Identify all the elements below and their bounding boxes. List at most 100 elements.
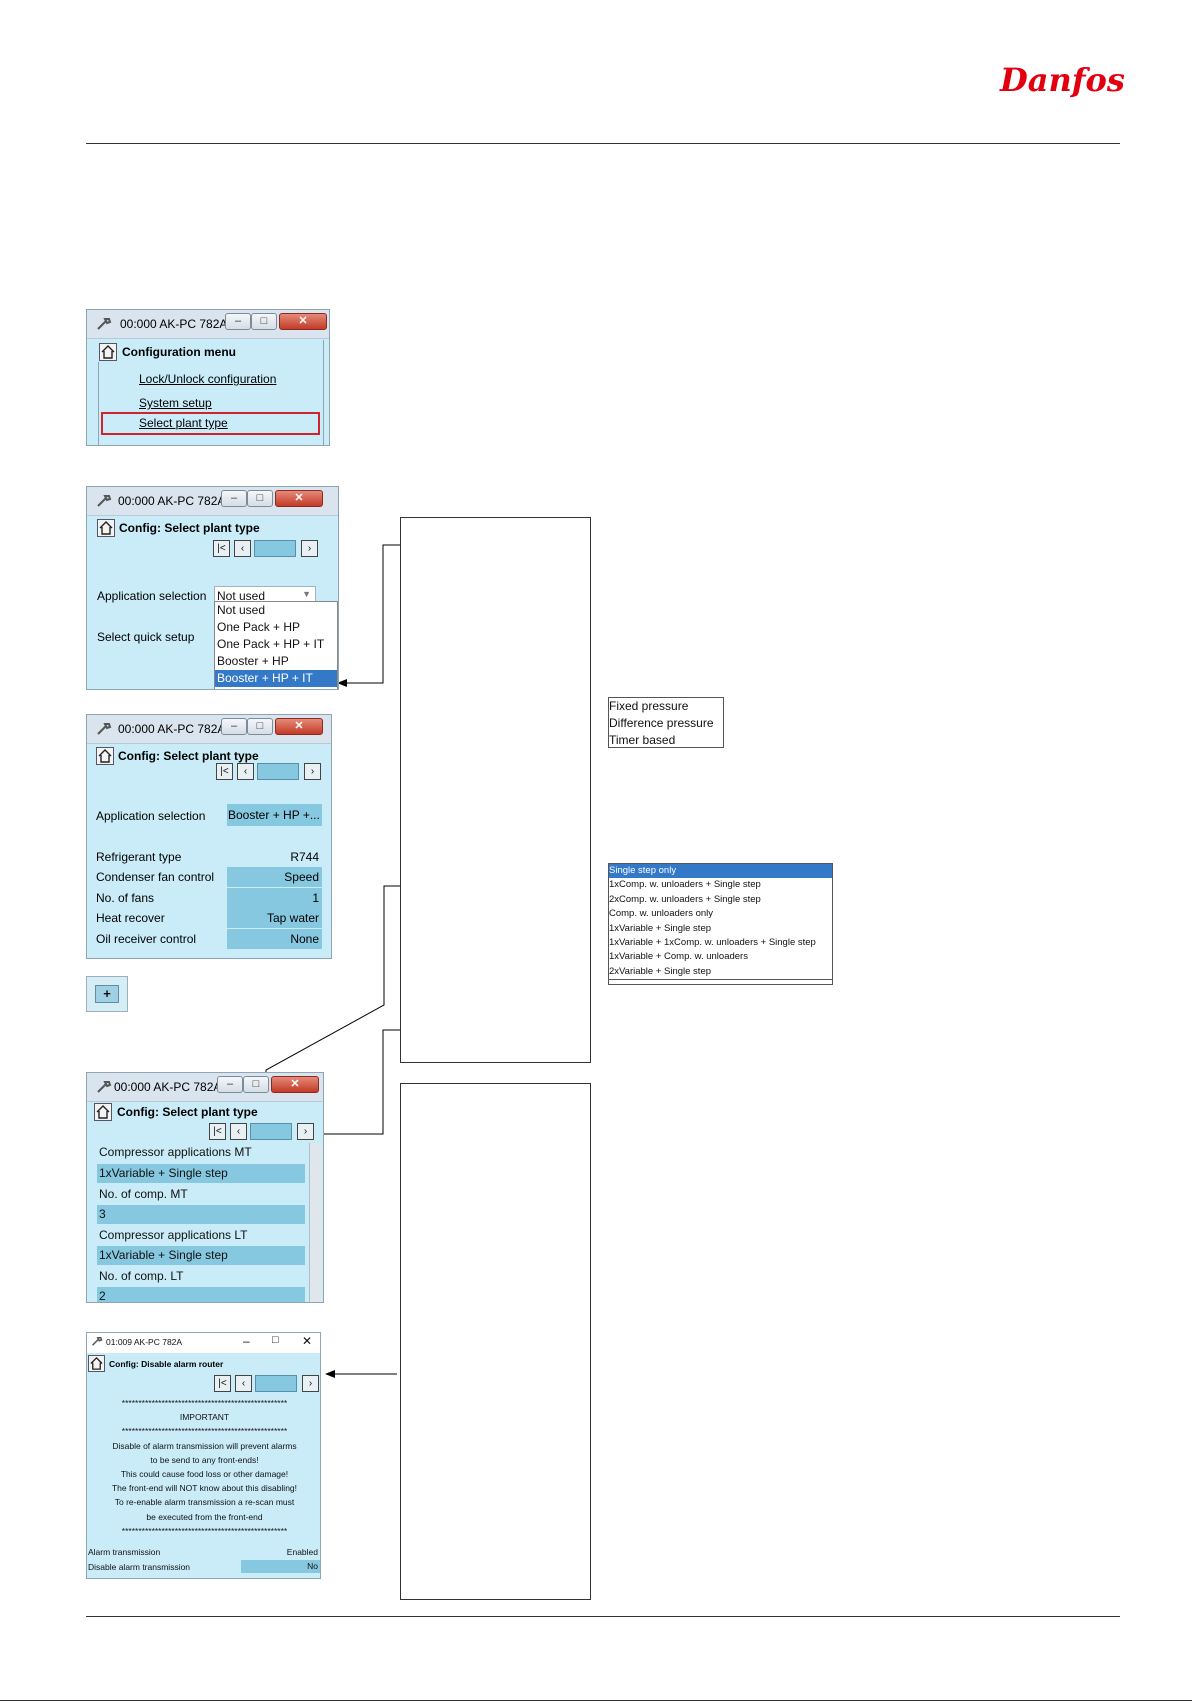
disable-alarm-transmission-value[interactable]: No (241, 1560, 320, 1573)
previous-page-button[interactable]: ‹ (235, 1375, 252, 1392)
scrollbar[interactable] (309, 1143, 322, 1302)
close-button[interactable]: ✕ (302, 1334, 313, 1348)
home-icon[interactable] (88, 1355, 105, 1372)
menu-item-system-setup[interactable]: System setup (139, 396, 212, 410)
list-row[interactable]: 2 (97, 1287, 305, 1302)
wrench-icon (97, 318, 112, 330)
home-icon[interactable] (99, 343, 117, 361)
window-disable-alarm-router: 01:009 AK-PC 782A – □ ✕ Config: Disable … (86, 1332, 321, 1579)
page-number-field[interactable] (254, 540, 296, 557)
heat-recover-value[interactable]: Tap water (227, 908, 322, 928)
first-page-button[interactable]: |< (209, 1123, 226, 1140)
next-page-button[interactable]: › (301, 540, 318, 557)
page-number-field[interactable] (257, 763, 299, 780)
page-navigator: |< ‹ › (216, 763, 321, 780)
dropdown-option[interactable]: Not used (217, 603, 266, 617)
first-page-button[interactable]: |< (214, 1375, 231, 1392)
titlebar[interactable]: 00:000 AK-PC 782A – □ ✕ (87, 487, 338, 516)
menu-item-select-plant-type[interactable]: Select plant type (139, 416, 228, 430)
close-button[interactable]: ✕ (279, 313, 327, 330)
home-icon[interactable] (97, 519, 115, 537)
application-selection-select[interactable]: Not used ▼ (214, 586, 316, 605)
maximize-button[interactable]: □ (272, 1334, 279, 1346)
chevron-down-icon: ▼ (302, 589, 311, 599)
page-navigator: |< ‹ › (214, 1375, 319, 1392)
message-line: Disable of alarm transmission will preve… (112, 1440, 297, 1451)
window-title: 00:000 AK-PC 782A (118, 494, 226, 508)
titlebar[interactable]: 00:000 AK-PC 782A – □ ✕ (87, 1073, 323, 1102)
compressor-option[interactable]: 1xVariable + Comp. w. unloaders (609, 951, 748, 963)
refrigerant-type-value[interactable]: R744 (290, 850, 319, 864)
message-line: be executed from the front-end (146, 1511, 263, 1522)
pressure-option[interactable]: Timer based (609, 733, 676, 747)
window-select-plant-type-dropdown: 00:000 AK-PC 782A – □ ✕ Config: Select p… (86, 486, 339, 690)
page-number-field[interactable] (255, 1375, 297, 1392)
compressor-option[interactable]: 1xComp. w. unloaders + Single step (609, 879, 761, 891)
minimize-button[interactable]: – (217, 1076, 243, 1093)
window-select-plant-type-compressors: 00:000 AK-PC 782A – □ ✕ Config: Select p… (86, 1072, 324, 1303)
list-row: No. of comp. MT (97, 1185, 305, 1204)
warning-message: ****************************************… (87, 1396, 320, 1538)
window-configuration-menu: 00:000 AK-PC 782A – □ ✕ Configuration me… (86, 309, 330, 446)
compressor-option[interactable]: 2xComp. w. unloaders + Single step (609, 893, 761, 905)
close-button[interactable]: ✕ (275, 490, 323, 507)
page-title: Config: Select plant type (117, 1105, 258, 1119)
footer-rule (86, 1616, 1120, 1617)
next-page-button[interactable]: › (297, 1123, 314, 1140)
minimize-button[interactable]: – (225, 313, 251, 330)
titlebar[interactable]: 00:000 AK-PC 782A – □ ✕ (87, 310, 329, 339)
list-row[interactable]: 1xVariable + Single step (97, 1246, 305, 1265)
first-page-button[interactable]: |< (213, 540, 230, 557)
dropdown-option[interactable]: One Pack + HP (217, 620, 301, 634)
minimize-button[interactable]: – (221, 490, 247, 507)
maximize-button[interactable]: □ (247, 718, 273, 735)
close-button[interactable]: ✕ (275, 718, 323, 735)
window-title: 01:009 AK-PC 782A (106, 1337, 183, 1347)
compressor-option[interactable]: 1xVariable + 1xComp. w. unloaders + Sing… (609, 937, 816, 949)
titlebar[interactable]: 01:009 AK-PC 782A – □ ✕ (87, 1333, 320, 1353)
home-icon[interactable] (96, 747, 114, 765)
message-line: To re-enable alarm transmission a re-sca… (114, 1497, 295, 1508)
window-title: 00:000 AK-PC 782A (114, 1080, 222, 1094)
maximize-button[interactable]: □ (243, 1076, 269, 1093)
compressor-options-list: Single step only 1xComp. w. unloaders + … (608, 863, 833, 985)
danfoss-logo: Danfoss (999, 61, 1124, 99)
application-selection-value[interactable]: Booster + HP +... (227, 804, 322, 826)
first-page-button[interactable]: |< (216, 763, 233, 780)
stars-divider: ****************************************… (121, 1426, 288, 1437)
next-page-icon: + (86, 976, 128, 1012)
previous-page-button[interactable]: ‹ (237, 763, 254, 780)
home-icon[interactable] (94, 1103, 112, 1121)
next-page-button[interactable]: › (304, 763, 321, 780)
oil-receiver-control-value[interactable]: None (227, 929, 322, 949)
compressor-option[interactable]: Comp. w. unloaders only (609, 908, 714, 920)
pressure-option[interactable]: Fixed pressure (609, 699, 689, 713)
pressure-options-list: Fixed pressure Difference pressure Timer… (608, 697, 724, 748)
dropdown-option-selected[interactable]: Booster + HP + IT (215, 670, 337, 687)
list-row[interactable]: 1xVariable + Single step (97, 1164, 305, 1183)
list-row: No. of comp. LT (97, 1267, 305, 1286)
maximize-button[interactable]: □ (247, 490, 273, 507)
compressor-option-selected[interactable]: Single step only (609, 864, 832, 879)
condenser-fan-control-value[interactable]: Speed (227, 867, 322, 887)
list-row[interactable]: 3 (97, 1205, 305, 1224)
minimize-button[interactable]: – (221, 718, 247, 735)
maximize-button[interactable]: □ (251, 313, 277, 330)
compressor-option[interactable]: 2xVariable + Single step (609, 965, 832, 981)
no-of-fans-value[interactable]: 1 (227, 888, 322, 908)
previous-page-button[interactable]: ‹ (230, 1123, 247, 1140)
minimize-button[interactable]: – (243, 1334, 250, 1348)
window-title: 00:000 AK-PC 782A (120, 317, 228, 331)
dropdown-option[interactable]: One Pack + HP + IT (217, 637, 325, 651)
dropdown-option[interactable]: Booster + HP (217, 654, 289, 668)
disable-alarm-transmission-label: Disable alarm transmission (88, 1562, 191, 1572)
close-button[interactable]: ✕ (271, 1076, 319, 1093)
pressure-option[interactable]: Difference pressure (609, 716, 714, 730)
next-page-button[interactable]: › (302, 1375, 319, 1392)
page-number-field[interactable] (250, 1123, 292, 1140)
compressor-option[interactable]: 1xVariable + Single step (609, 922, 712, 934)
menu-item-lock-unlock[interactable]: Lock/Unlock configuration (139, 372, 277, 386)
previous-page-button[interactable]: ‹ (234, 540, 251, 557)
titlebar[interactable]: 00:000 AK-PC 782A – □ ✕ (87, 715, 331, 744)
list-row: Compressor applications LT (97, 1226, 305, 1245)
